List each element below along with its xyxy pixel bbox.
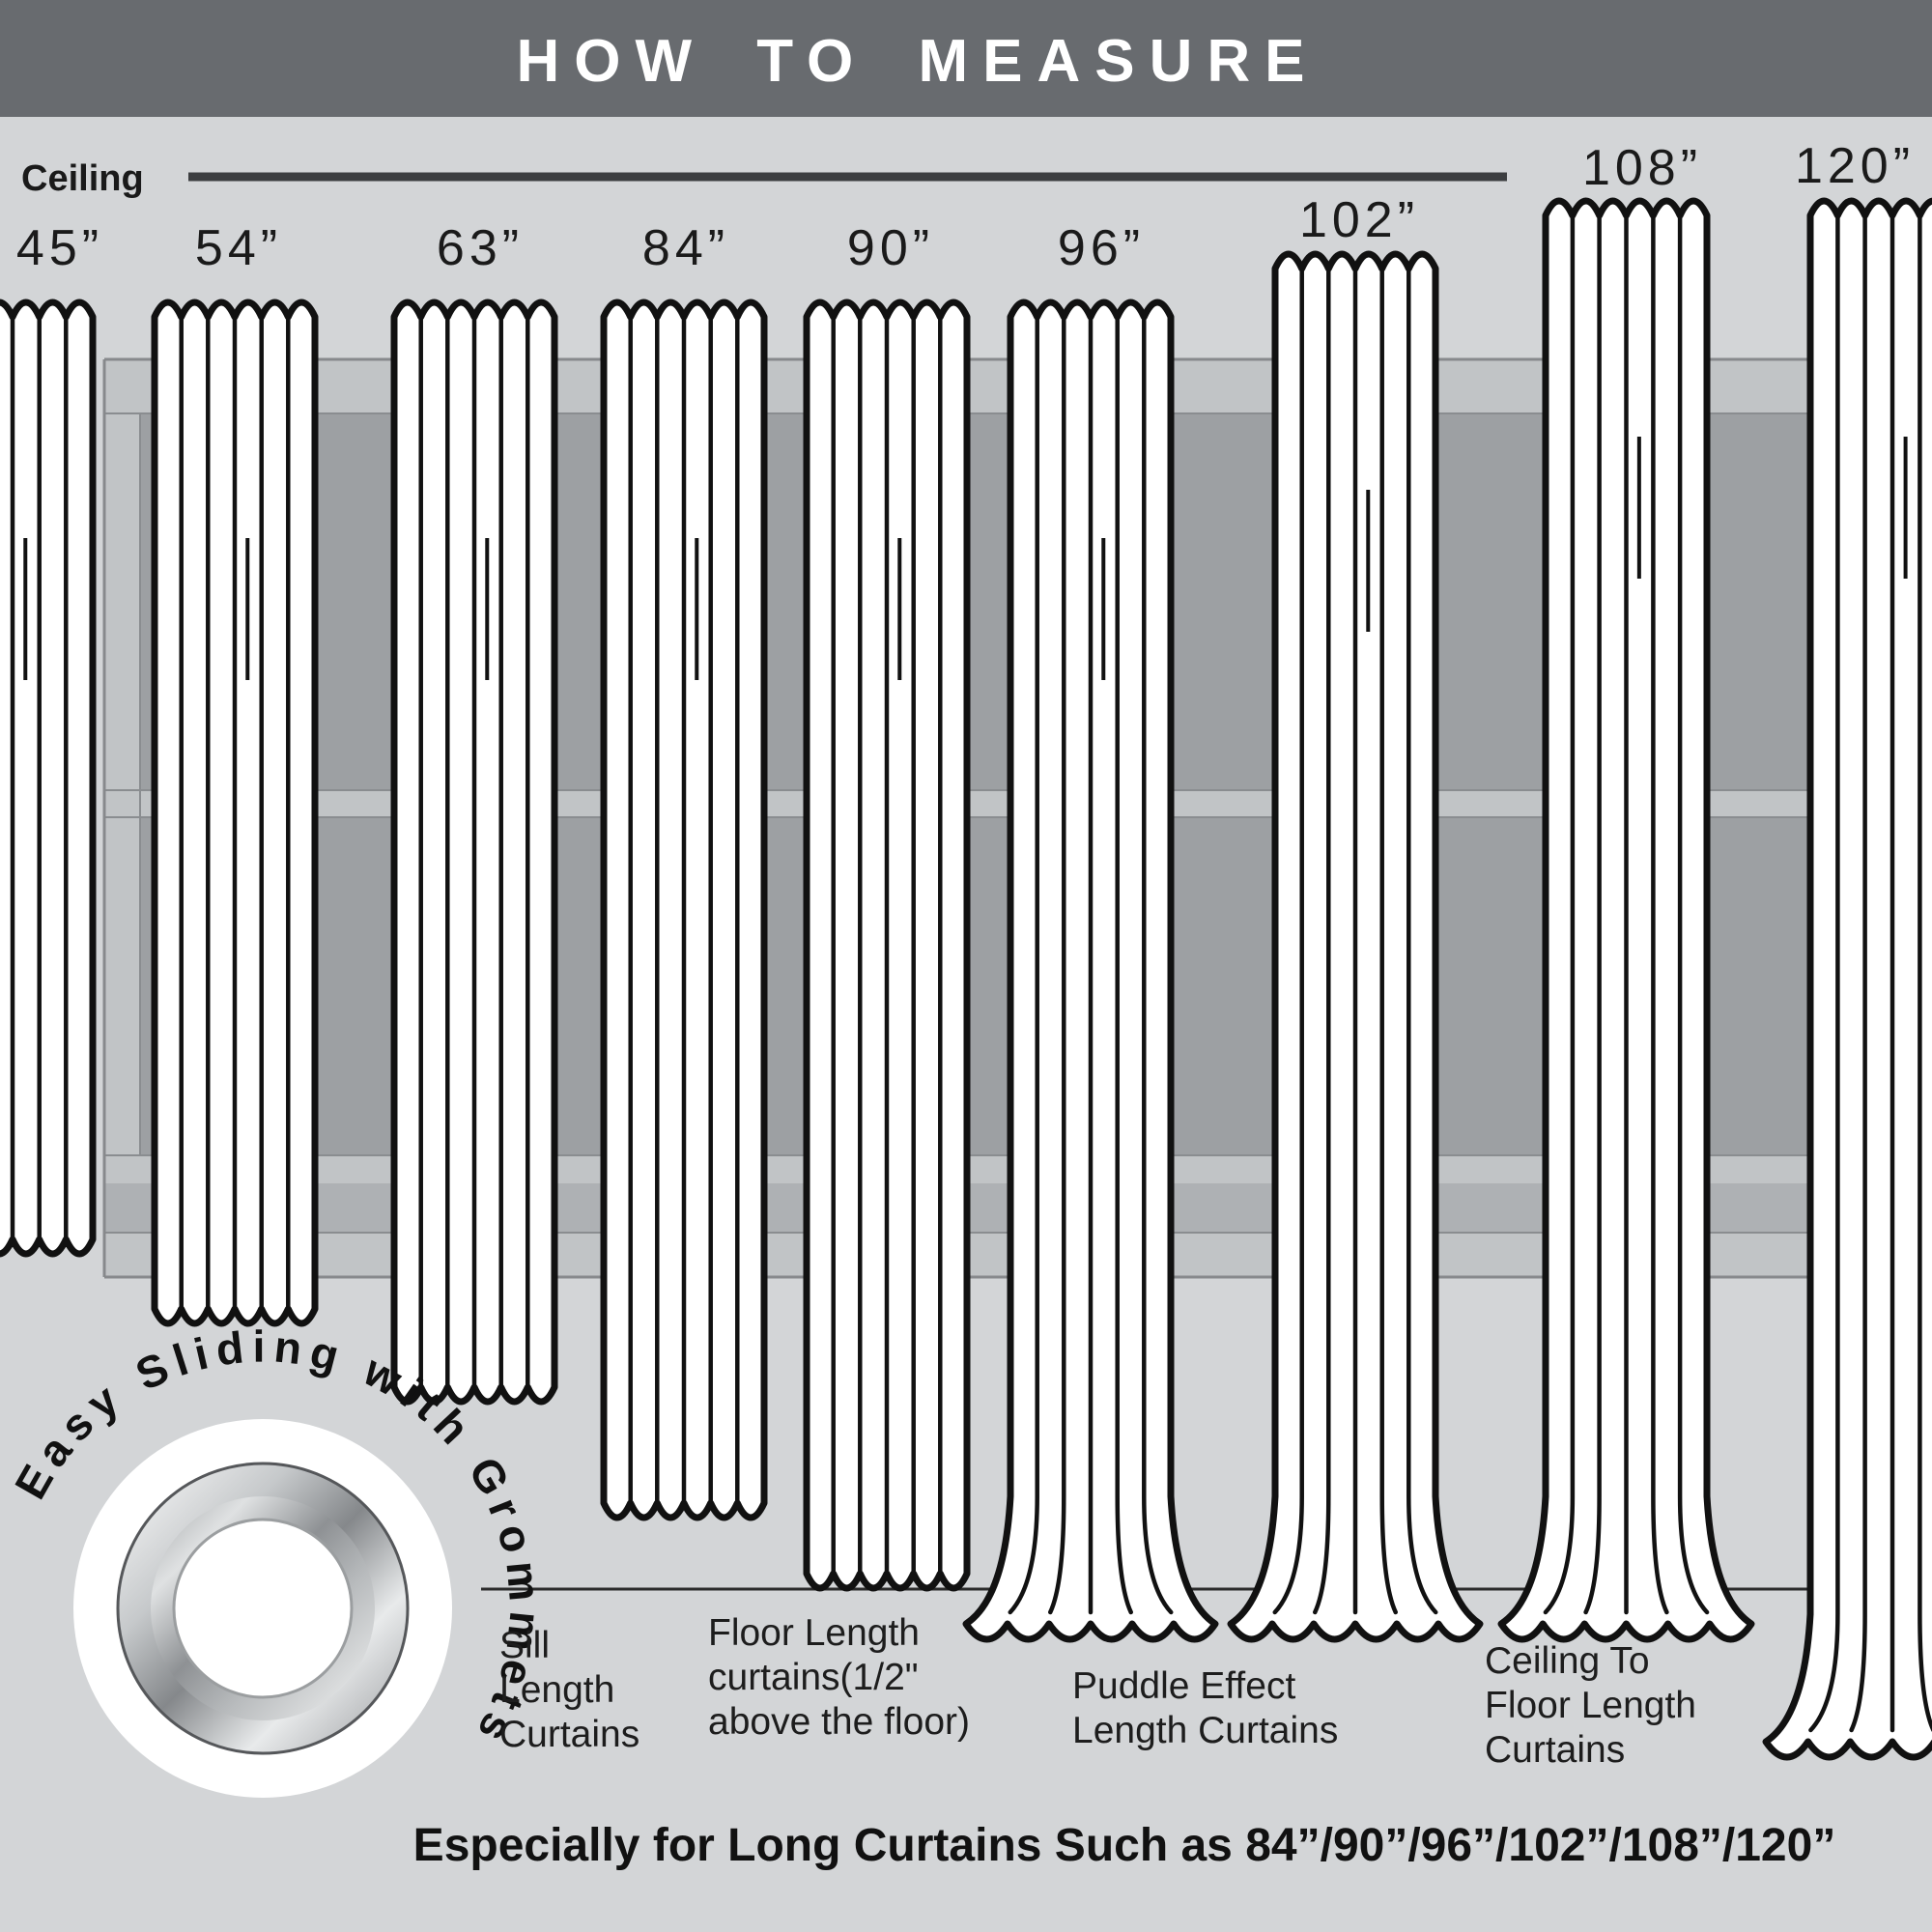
curtain-102in: 102” (1227, 192, 1484, 1643)
curtains-group: 45” 54” 63” 84” 90” 96” 102” 108” 120” (0, 138, 1932, 1761)
curtain-pleat-line (1272, 268, 1304, 1615)
curtain-pleat-line (1313, 268, 1331, 1615)
curtain-pleat-line (1008, 316, 1039, 1615)
curtain-pleat-line (1918, 214, 1932, 1732)
curtain-pleat-line (1543, 214, 1576, 1615)
curtain-pleat-line (1142, 316, 1174, 1615)
curtain-pleat-line (1583, 214, 1602, 1615)
curtain-pleat-line (1115, 316, 1133, 1615)
curtain-length-label: 63” (437, 220, 524, 276)
curtain-length-label: 120” (1795, 138, 1915, 194)
curtain-length-label: 45” (16, 220, 103, 276)
curtain-54in: 54” (151, 220, 319, 1327)
curtain-45in: 45” (0, 220, 103, 1258)
curtain-length-label: 54” (195, 220, 282, 276)
curtain-outline (0, 298, 97, 1258)
curtain-pleat-line (1379, 268, 1398, 1615)
grommet-illustration (73, 1419, 452, 1798)
curtain-84in: 84” (600, 220, 768, 1521)
footer-note: Especially for Long Curtains Such as 84”… (413, 1820, 1836, 1871)
curtain-length-label: 102” (1299, 192, 1419, 248)
curtain-length-label: 90” (847, 220, 934, 276)
curtain-63in: 63” (390, 220, 558, 1406)
curtain-pleat-line (1651, 214, 1669, 1615)
curtain-length-label: 108” (1582, 140, 1702, 196)
curtain-pleat-line (1808, 214, 1840, 1733)
curtain-pleat-line (1048, 316, 1066, 1615)
curtain-pleat-line (1406, 268, 1438, 1615)
curtain-pleat-line (1849, 214, 1867, 1733)
curtain-length-label: 96” (1058, 220, 1145, 276)
curtain-108in: 108” (1497, 140, 1755, 1643)
curtain-90in: 90” (803, 220, 971, 1592)
grommet-hole (172, 1518, 354, 1699)
curtain-length-label: 84” (642, 220, 729, 276)
curtain-120in: 120” (1762, 138, 1932, 1761)
curtain-96in: 96” (962, 220, 1219, 1643)
curtain-pleat-line (1677, 214, 1710, 1615)
page-title: HOW TO MEASURE (517, 28, 1320, 95)
header-bar (0, 0, 1932, 117)
ceiling-label: Ceiling (21, 158, 144, 199)
